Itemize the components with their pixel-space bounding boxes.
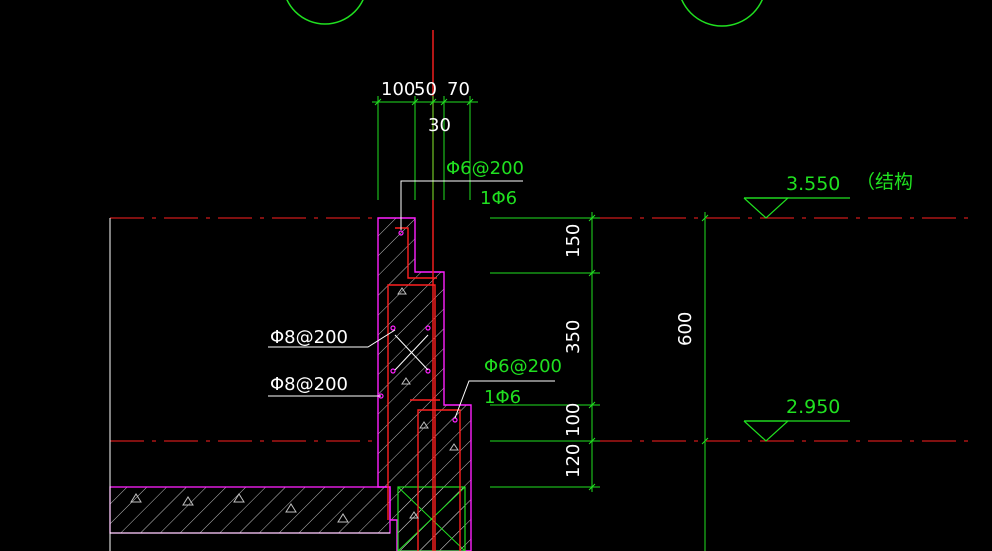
right-dim-total: 600	[675, 312, 696, 346]
elevation-upper-note: （结构	[856, 171, 913, 193]
leader-cross	[394, 334, 429, 371]
callout-top-stirrup: Φ6@200	[446, 158, 524, 179]
right-dim-350: 350	[563, 320, 584, 354]
right-dim-120: 120	[563, 444, 584, 478]
right-dim-150: 150	[563, 224, 584, 258]
slab-section	[109, 486, 391, 534]
elevation-markers	[743, 197, 850, 442]
axis-bubble-right	[681, 0, 763, 27]
top-dim-70: 70	[447, 79, 470, 100]
axis-bubble-left	[286, 0, 364, 25]
top-dimension-lines	[372, 96, 478, 200]
callout-right-bar: 1Φ6	[484, 387, 521, 408]
top-dim-100: 100	[381, 79, 415, 100]
callout-right-stirrup: Φ6@200	[484, 356, 562, 377]
top-dim-50: 50	[414, 79, 437, 100]
callout-top-bar: 1Φ6	[480, 188, 517, 209]
right-dim-100: 100	[563, 403, 584, 437]
column-section	[397, 486, 466, 551]
top-dim-30: 30	[428, 115, 451, 136]
right-dimension-lines	[490, 212, 709, 551]
beam-section	[377, 217, 472, 551]
axis-bubbles	[286, 0, 763, 27]
callout-leaders	[268, 180, 555, 419]
elevation-upper: 3.550	[786, 173, 840, 195]
callout-left-lower: Φ8@200	[270, 374, 348, 395]
hatch-triangles	[130, 287, 459, 523]
callout-left-upper: Φ8@200	[270, 327, 348, 348]
elevation-lower: 2.950	[786, 396, 840, 418]
